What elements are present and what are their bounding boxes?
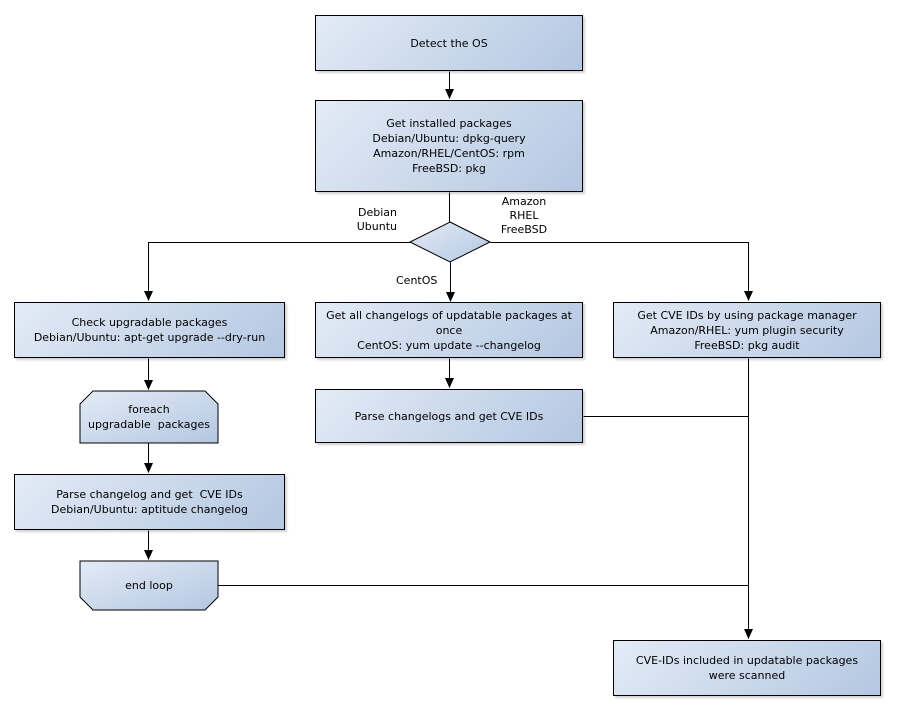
node-parse-changelog-debian: Parse changelog and get CVE IDs Debian/U… bbox=[14, 474, 285, 530]
foreach-loop-shape bbox=[79, 390, 219, 444]
node-parse-changelogs-centos: Parse changelogs and get CVE IDs bbox=[315, 389, 583, 443]
node-foreach-loop-label: foreach upgradable packages bbox=[88, 403, 210, 431]
edge-decision-to-check-upgradable bbox=[144, 242, 411, 301]
os-decision-diamond bbox=[408, 221, 492, 263]
node-get-cve-ids-pkg-manager: Get CVE IDs by using package manager Ama… bbox=[613, 302, 881, 358]
node-end-loop-label: end loop bbox=[125, 579, 173, 592]
edge-label-amazon-rhel-freebsd: Amazon RHEL FreeBSD bbox=[500, 195, 548, 236]
end-loop-shape bbox=[79, 560, 219, 611]
node-check-upgradable-packages: Check upgradable packages Debian/Ubuntu:… bbox=[14, 302, 285, 358]
edge-label-centos: CentOS bbox=[396, 274, 438, 287]
node-cve-ids-scanned: CVE-IDs included in updatable packages w… bbox=[613, 640, 881, 696]
node-get-installed-packages: Get installed packages Debian/Ubuntu: dp… bbox=[315, 100, 583, 192]
node-detect-os: Detect the OS bbox=[315, 15, 583, 71]
edge-label-debian-ubuntu: Debian Ubuntu bbox=[356, 206, 397, 233]
edge-decision-to-get-cve-ids bbox=[490, 242, 753, 301]
node-get-all-changelogs: Get all changelogs of updatable packages… bbox=[315, 302, 583, 358]
